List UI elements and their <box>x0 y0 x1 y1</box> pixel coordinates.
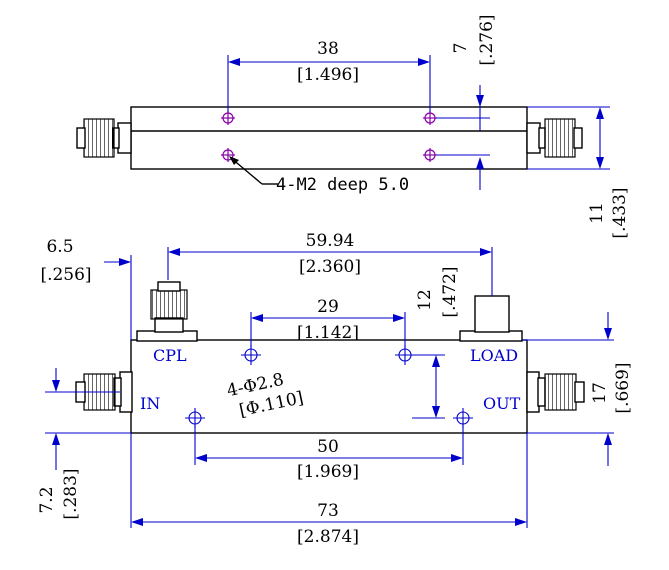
dim-7: 7 [.276] <box>436 14 497 131</box>
dim-12-in: [.472] <box>440 266 460 317</box>
dim-6-5-in: [.256] <box>40 265 91 285</box>
m2-hole-note: 4-M2 deep 5.0 <box>276 175 409 195</box>
mount-hole-top-right <box>395 345 415 365</box>
dim-7-2: 7.2 [.283] <box>37 368 131 520</box>
dim-17-in: [.669] <box>613 362 633 413</box>
hole-spec: 4-Φ2.8 [Φ.110] <box>225 370 305 421</box>
dim-6-5: 6.5 [.256] <box>40 237 132 340</box>
load-termination <box>459 295 523 342</box>
top-view: 38 [1.496] 7 [.276] 11 [.433] <box>76 14 630 239</box>
top-body-outline <box>130 106 528 170</box>
dim-6-5-mm: 6.5 <box>46 237 73 257</box>
dim-7-in: [.276] <box>477 14 497 65</box>
dim-38: 38 [1.496] <box>227 39 431 112</box>
front-body-outline <box>130 339 528 434</box>
top-left-connector <box>76 118 132 158</box>
dim-73-in: [2.874] <box>297 527 359 547</box>
dim-29-in: [1.142] <box>297 323 359 343</box>
front-view: CPL LOAD IN OUT 4-Φ2.8 [Φ.110] <box>37 231 633 547</box>
dim-11: 11 [.433] <box>527 106 630 239</box>
top-right-connector <box>526 118 583 158</box>
dim-50: 50 [1.969] <box>194 425 464 482</box>
dim-17-mm: 17 <box>590 382 610 404</box>
dim-11-mm: 11 <box>587 202 607 224</box>
dim-29: 29 [1.142] <box>250 297 406 348</box>
port-label-cpl: CPL <box>153 346 187 365</box>
m2-hole-top-left <box>221 111 235 125</box>
dim-7-2-in: [.283] <box>61 468 81 519</box>
dim-73-mm: 73 <box>317 501 339 521</box>
m2-leader: 4-M2 deep 5.0 <box>229 156 409 195</box>
dim-7-mm: 7 <box>451 43 471 54</box>
dim-7-lower-arrow <box>436 154 490 190</box>
mount-hole-bottom-right <box>453 408 473 428</box>
dim-7-2-mm: 7.2 <box>37 486 57 513</box>
port-label-out: OUT <box>483 394 521 413</box>
dim-59-94-mm: 59.94 <box>306 231 355 251</box>
dim-73: 73 [2.874] <box>130 433 528 547</box>
dim-38-mm: 38 <box>317 39 339 59</box>
out-connector <box>526 371 585 413</box>
m2-hole-bottom-right <box>423 148 437 162</box>
m2-hole-top-right <box>423 111 437 125</box>
dim-12: 12 [.472] <box>412 266 460 419</box>
dim-59-94-in: [2.360] <box>299 257 361 277</box>
cpl-connector <box>136 281 198 342</box>
mount-hole-bottom-left <box>185 408 205 428</box>
m2-hole-bottom-left <box>221 148 235 162</box>
mount-hole-top-left <box>241 345 261 365</box>
dim-11-in: [.433] <box>610 187 630 238</box>
dim-50-mm: 50 <box>317 437 339 457</box>
dim-38-in: [1.496] <box>297 65 359 85</box>
port-label-in: IN <box>140 394 160 413</box>
dim-59-94: 59.94 [2.360] <box>167 231 493 296</box>
dim-17: 17 [.669] <box>522 312 633 466</box>
port-label-load: LOAD <box>470 346 518 365</box>
dim-12-mm: 12 <box>415 289 435 311</box>
dim-50-in: [1.969] <box>297 462 359 482</box>
dim-29-mm: 29 <box>317 297 339 317</box>
